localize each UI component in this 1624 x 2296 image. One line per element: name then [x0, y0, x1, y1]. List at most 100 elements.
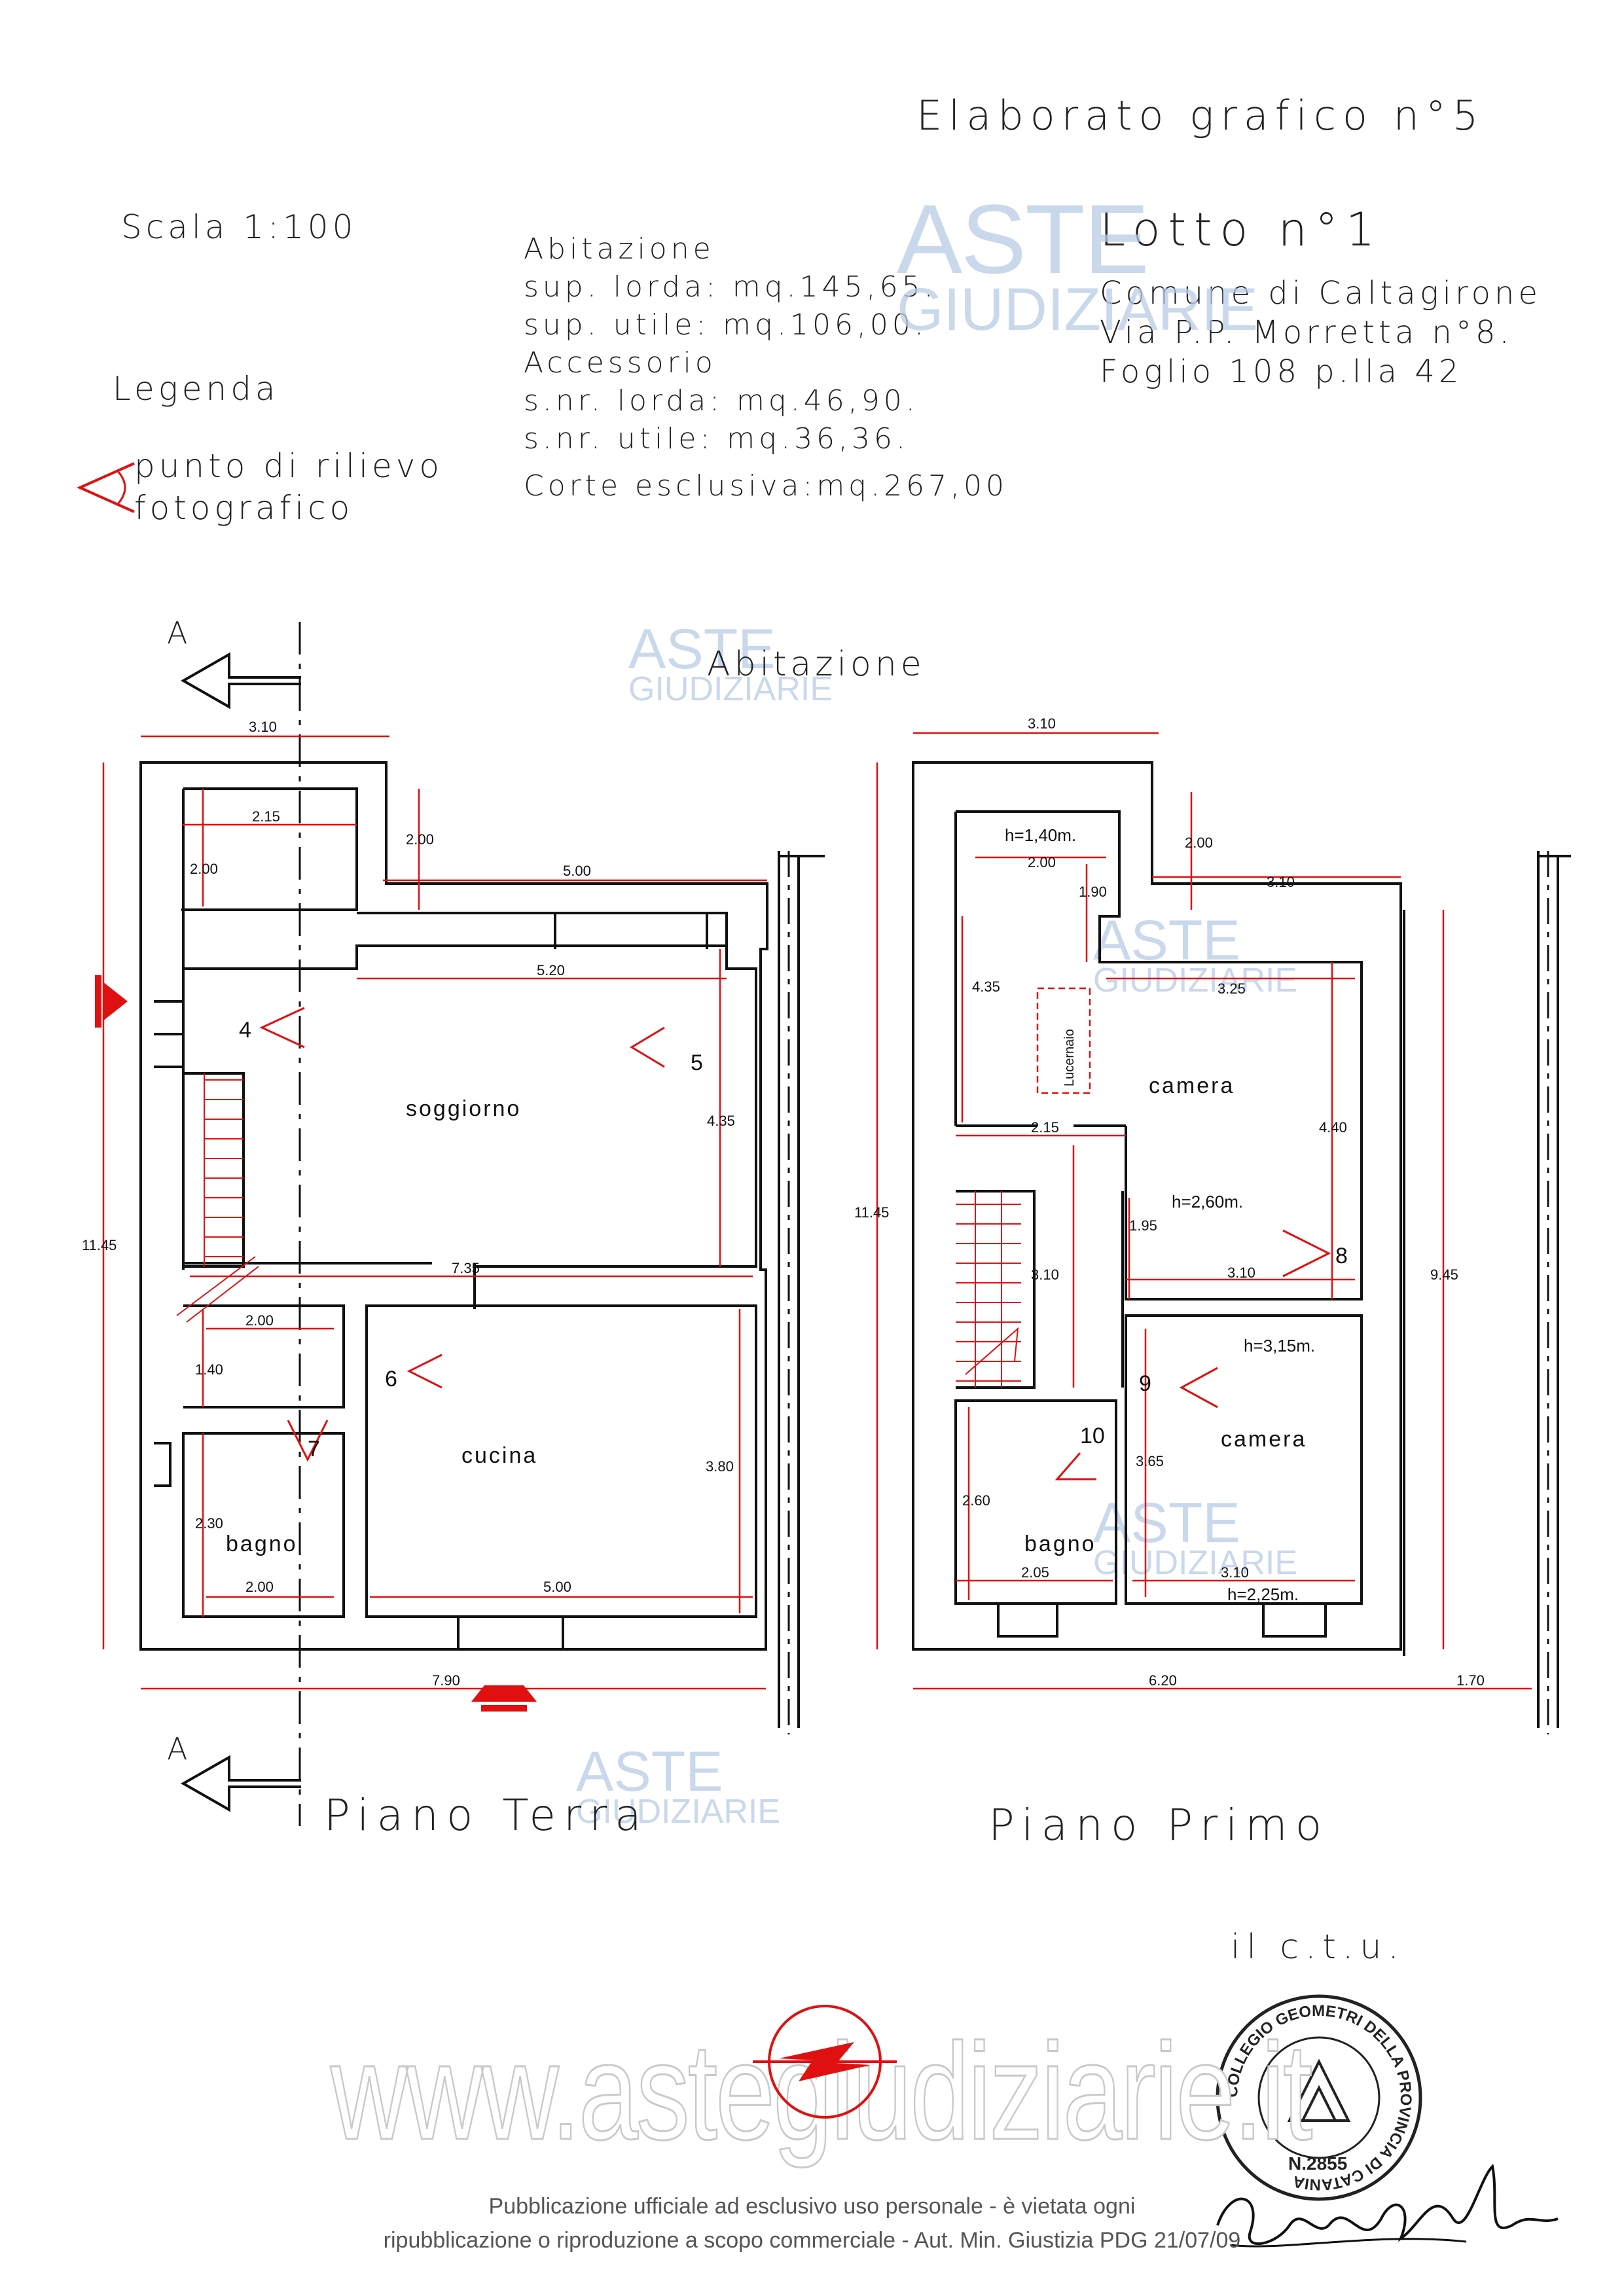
snr-utile: s.nr. utile: mq.36,36.	[524, 422, 910, 456]
section-label: Abitazione	[707, 645, 926, 684]
entrance-markers	[95, 975, 537, 1712]
ff-dim-19: 6.20	[1149, 1672, 1177, 1689]
stamp-number: N.2855	[1288, 2153, 1347, 2174]
first-dim-labels: 3.10 2.00 2.00 1.90 3.10 4.35 3.25 2.15 …	[854, 715, 1485, 1689]
first-stairs	[956, 1191, 1021, 1388]
location-block: Comune di Caltagirone Via P.P. Morretta …	[1100, 274, 1542, 391]
gf-dim-7: 4.35	[707, 1113, 735, 1129]
handwritten-signature	[1216, 2163, 1559, 2248]
gf-dim-9: 7.35	[452, 1260, 480, 1276]
ff-dim-6: 4.35	[972, 978, 1000, 995]
first-dimension-lines	[876, 732, 1532, 1690]
watermark-logo-2: ASTE GIUDIZIARIE	[628, 618, 833, 708]
comune: Comune di Caltagirone	[1100, 275, 1542, 312]
ground-right-axis	[787, 851, 1549, 1734]
lotto-label: Lotto n°1	[1100, 203, 1383, 257]
ff-dim-8: 2.15	[1031, 1119, 1059, 1136]
ground-photo-points	[259, 1007, 665, 1462]
caption-piano-terra: Piano Terra	[324, 1790, 649, 1840]
watermark-logo-1: ASTE GIUDIZIARIE	[897, 184, 1259, 343]
photo-point-4: 4	[239, 1018, 251, 1043]
scale-label: Scala 1:100	[121, 208, 357, 246]
gf-dim-14: 3.80	[706, 1458, 734, 1475]
ground-dimension-lines	[102, 735, 767, 1690]
sup-lorda: sup. lorda: mq.145,65.	[524, 270, 937, 304]
photo-point-5: 5	[691, 1050, 703, 1075]
caption-piano-primo: Piano Primo	[988, 1800, 1330, 1850]
ff-dim-7: 3.25	[1218, 980, 1246, 997]
ff-dim-14: 9.45	[1430, 1266, 1458, 1283]
professional-stamp: COLLEGIO GEOMETRI DELLA PROVINCIA DI CAT…	[1216, 1994, 1422, 2201]
footer-notice: Pubblicazione ufficiale ad esclusivo uso…	[0, 2189, 1624, 2257]
room-cucina: cucina	[461, 1443, 537, 1468]
ff-dim-3: 2.00	[1185, 834, 1213, 851]
footer-line-1: Pubblicazione ufficiale ad esclusivo uso…	[488, 2194, 1136, 2219]
via: Via P.P. Morretta n°8.	[1100, 314, 1513, 351]
height-3: h=3,15m.	[1244, 1336, 1315, 1355]
section-mark-top: A	[167, 615, 192, 651]
section-mark-bottom: A	[167, 1731, 192, 1767]
ff-dim-4: 1.90	[1079, 884, 1107, 900]
footer-line-2: ripubblicazione o riproduzione a scopo c…	[383, 2228, 1241, 2253]
height-labels: h=1,40m. h=2,60m. h=3,15m. h=2,25m.	[1005, 825, 1315, 1604]
ff-dim-1: 3.10	[1028, 715, 1056, 732]
gf-dim-2: 2.15	[252, 808, 280, 825]
photo-point-numbers: 4 5 6 7 8 9 10	[239, 1018, 1348, 1462]
ground-dim-labels: 3.10 2.15 2.00 2.00 5.00 5.20 4.35 11.45…	[82, 719, 735, 1689]
photo-point-9: 9	[1139, 1371, 1151, 1396]
ground-stairs	[176, 1073, 259, 1323]
ff-dim-12: 3.10	[1031, 1266, 1059, 1283]
room-camera-1: camera	[1149, 1073, 1235, 1098]
gf-dim-10: 2.00	[245, 1312, 274, 1329]
north-arrow-icon	[753, 2005, 897, 2119]
ff-dim-10: 11.45	[854, 1204, 889, 1221]
height-4: h=2,25m.	[1227, 1585, 1299, 1604]
skylight-box	[1036, 987, 1091, 1094]
photo-point-7: 7	[308, 1437, 320, 1462]
abitazione-title: Abitazione	[524, 232, 715, 266]
ff-dim-15: 3.65	[1136, 1453, 1164, 1469]
gf-dim-11: 1.40	[195, 1361, 223, 1378]
corte-esclusiva: Corte esclusiva:mq.267,00	[524, 469, 1009, 503]
first-floor-walls	[912, 761, 1571, 1728]
accessorio-title: Accessorio	[524, 346, 717, 380]
photo-point-10: 10	[1080, 1424, 1105, 1448]
room-bagno-first: bagno	[1024, 1532, 1096, 1556]
ff-dim-5: 3.10	[1267, 874, 1295, 890]
legend-title: Legenda	[113, 370, 280, 408]
ff-dim-11: 1.95	[1129, 1217, 1157, 1234]
watermark-logo-5: ASTE GIUDIZIARIE	[576, 1740, 781, 1831]
ff-dim-20: 1.70	[1456, 1672, 1485, 1689]
ff-dim-2: 2.00	[1028, 854, 1056, 870]
watermark-logo-4: ASTE GIUDIZIARIE	[1093, 1492, 1298, 1582]
watermark-logo-3: ASTE GIUDIZIARIE	[1093, 909, 1298, 999]
gf-dim-1: 3.10	[249, 719, 277, 735]
gf-dim-15: 5.00	[543, 1579, 571, 1595]
gf-dim-12: 2.30	[195, 1515, 223, 1532]
height-1: h=1,40m.	[1005, 825, 1076, 845]
sup-utile: sup. utile: mq.106,00.	[524, 308, 928, 342]
ff-dim-16: 2.60	[962, 1492, 990, 1509]
snr-lorda: s.nr. lorda: mq.46,90.	[524, 384, 919, 418]
gf-dim-3: 2.00	[190, 861, 218, 877]
room-labels: soggiorno cucina bagno camera camera bag…	[226, 1073, 1305, 1556]
site-watermark: www.astegiudiziarie.it	[330, 2014, 1314, 2170]
legend-text: punto di rilievo fotografico	[134, 445, 443, 529]
legend-line-2: fotografico	[134, 489, 354, 527]
legend-photo-point-icon	[77, 462, 135, 513]
legend-line-1: punto di rilievo	[134, 447, 443, 485]
gf-dim-8: 11.45	[82, 1237, 117, 1253]
ground-floor-walls	[139, 652, 825, 1812]
ff-dim-9: 4.40	[1319, 1119, 1347, 1136]
foglio: Foglio 108 p.lla 42	[1100, 353, 1463, 390]
ctu-label: il c.t.u.	[1231, 1928, 1405, 1967]
first-photo-points	[1055, 1229, 1331, 1480]
photo-point-6: 6	[385, 1367, 397, 1391]
surfaces-block: Abitazione sup. lorda: mq.145,65. sup. u…	[524, 230, 1008, 505]
ff-dim-17: 2.05	[1021, 1564, 1049, 1581]
room-soggiorno: soggiorno	[406, 1096, 521, 1121]
gf-dim-6: 5.20	[537, 962, 565, 978]
gf-dim-4: 2.00	[406, 831, 434, 848]
ff-dim-18: 3.10	[1221, 1564, 1249, 1581]
